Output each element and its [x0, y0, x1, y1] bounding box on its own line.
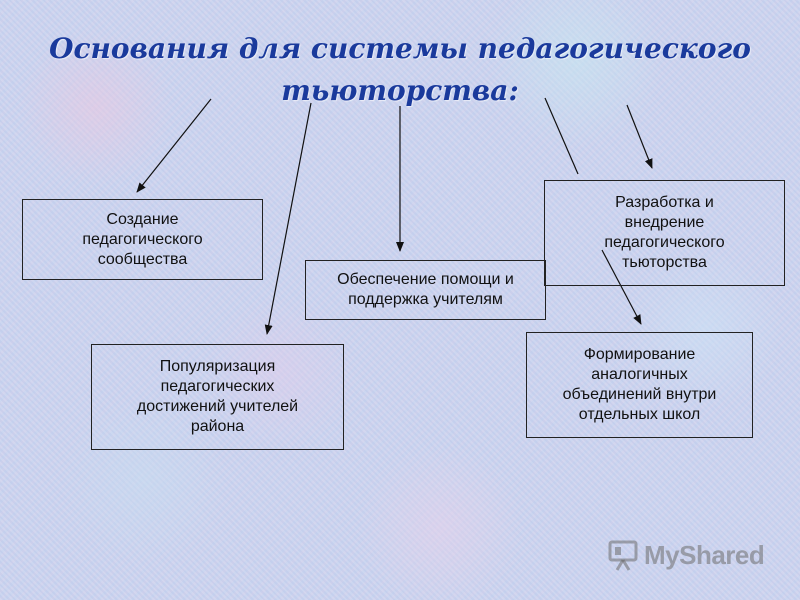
presentation-board-icon — [608, 540, 638, 571]
slide-title: Основания для системы педагогического ть… — [0, 28, 800, 112]
box-community: Создание педагогического сообщества — [22, 199, 263, 280]
box-community-label: Создание педагогического сообщества — [82, 210, 203, 268]
box-support-label: Обеспечение помощи и поддержка учителям — [337, 271, 514, 308]
arrow-to-formation — [601, 249, 642, 325]
line-to-development — [544, 97, 579, 175]
box-popularization: Популяризация педагогических достижений … — [91, 344, 344, 450]
arrow-to-development — [626, 104, 653, 169]
box-formation-label: Формирование аналогичных объединений вну… — [562, 346, 717, 423]
arrow-to-community — [136, 98, 212, 193]
watermark-logo: MyShared — [606, 538, 765, 572]
watermark-logo-text: MyShared — [644, 539, 765, 570]
slide-title-line-2: тьюторства: — [281, 74, 519, 107]
box-development-label: Разработка и внедрение педагогического т… — [604, 194, 725, 271]
slide-title-line-1: Основания для системы педагогического — [49, 32, 751, 65]
box-support: Обеспечение помощи и поддержка учителям — [305, 260, 546, 320]
arrow-to-popularization — [264, 102, 312, 335]
box-popularization-label: Популяризация педагогических достижений … — [136, 358, 299, 435]
box-development: Разработка и внедрение педагогического т… — [544, 180, 785, 286]
box-formation: Формирование аналогичных объединений вну… — [526, 332, 753, 438]
